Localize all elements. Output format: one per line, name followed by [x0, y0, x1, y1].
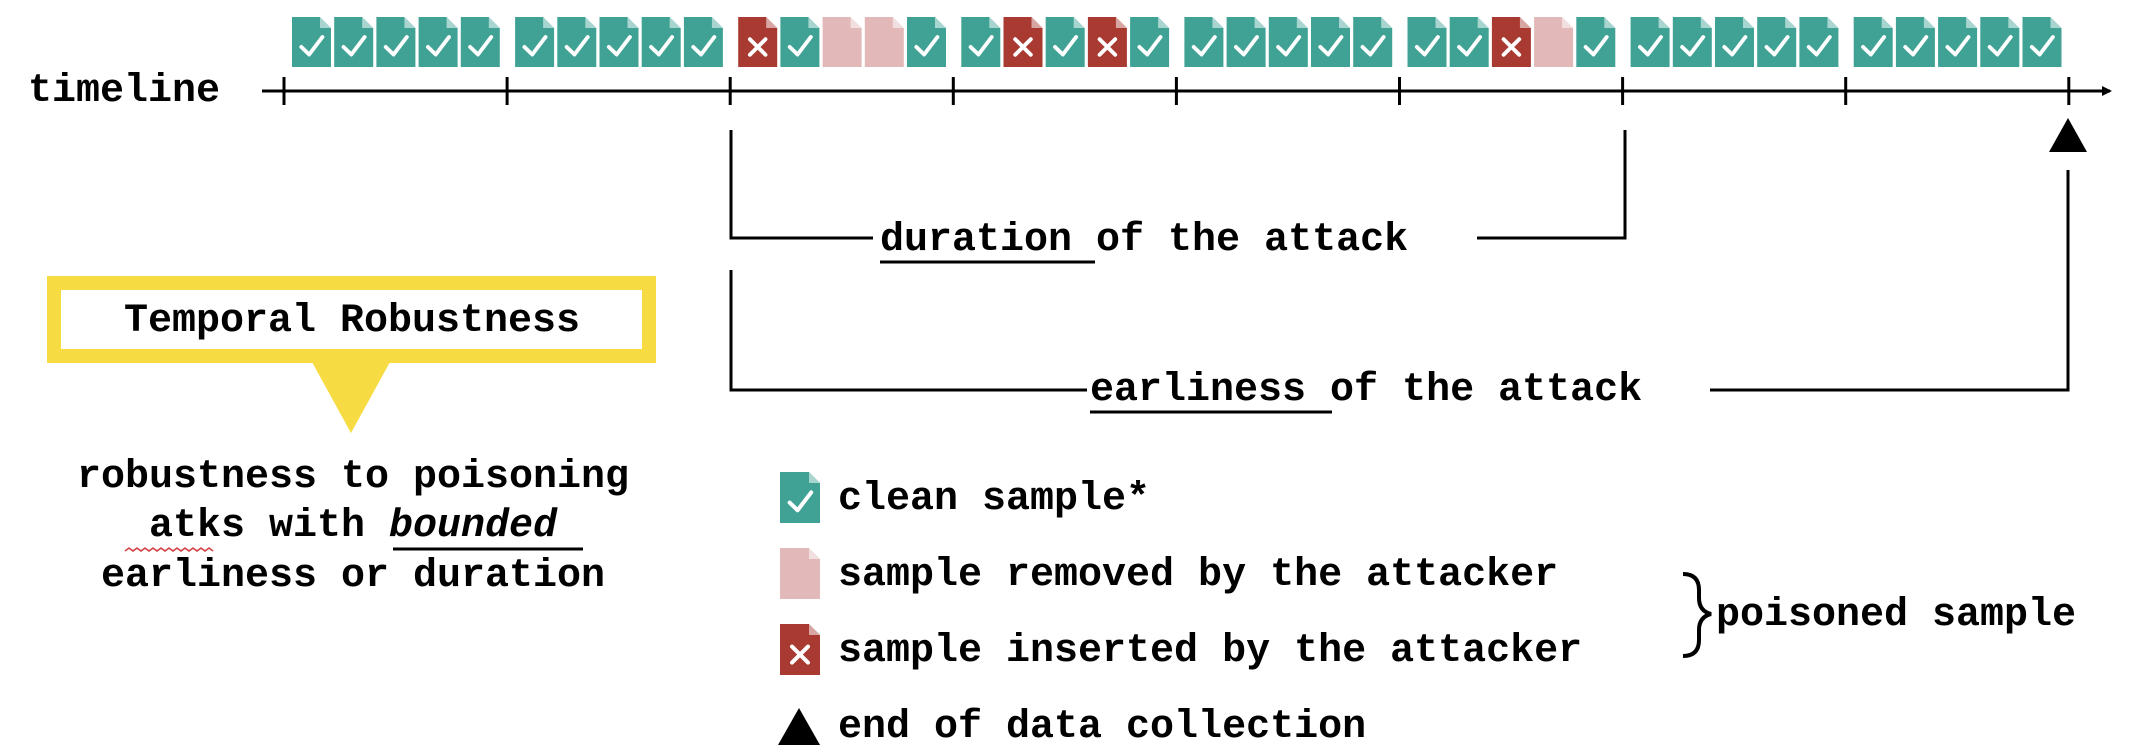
clean-sample-icon	[1130, 17, 1170, 67]
inserted-sample-icon	[780, 624, 820, 675]
clean-sample-icon	[1980, 17, 2020, 67]
legend-poisoned-label: poisoned sample	[1716, 593, 2076, 638]
earliness-bracket-right	[1710, 170, 2070, 392]
duration-bracket-right	[1477, 130, 1627, 240]
clean-sample-icon	[1184, 17, 1224, 67]
removed-sample-icon	[822, 17, 862, 67]
clean-sample-icon	[1672, 17, 1712, 67]
clean-sample-icon	[1226, 17, 1266, 67]
callout-line-1: robustness to poisoning	[77, 455, 629, 500]
clean-sample-icon	[1715, 17, 1754, 67]
clean-sample-icon	[418, 17, 458, 67]
duration-label: duration of the attack	[880, 218, 1408, 263]
clean-sample-icon	[1407, 17, 1447, 67]
callout-box	[47, 276, 656, 363]
legend-end-label: end of data collection	[838, 705, 1366, 750]
legend-clean-label: clean sample*	[838, 477, 1150, 522]
clean-sample-icon	[376, 17, 416, 67]
clean-sample-icon	[1895, 17, 1935, 67]
callout-pointer	[312, 362, 390, 433]
inserted-sample-icon	[1003, 17, 1043, 67]
clean-sample-icon	[557, 17, 597, 67]
legend-inserted-label: sample inserted by the attacker	[838, 629, 1582, 674]
removed-sample-icon	[780, 548, 820, 599]
callout-with: with	[245, 504, 389, 549]
inserted-sample-icon	[1491, 17, 1531, 67]
removed-sample-icon	[1534, 17, 1574, 67]
inserted-sample-icon	[738, 17, 778, 67]
timeline-label: timeline	[28, 69, 220, 114]
callout-bounded: bounded	[389, 504, 558, 549]
earliness-emph: earliness	[1090, 368, 1306, 413]
removed-sample-icon	[780, 548, 820, 599]
clean-sample-icon	[1449, 17, 1489, 67]
poisoned-brace	[1682, 572, 1712, 658]
callout-title: Temporal Robustness	[124, 299, 580, 344]
clean-sample-icon	[780, 472, 820, 523]
clean-sample-icon	[2022, 17, 2062, 67]
clean-sample-icon	[1799, 17, 1839, 67]
earliness-rest: of the attack	[1306, 368, 1642, 413]
clean-sample-icon	[683, 17, 723, 67]
clean-sample-icon	[515, 17, 555, 67]
clean-sample-icon	[961, 17, 1001, 67]
duration-bracket-left	[729, 130, 873, 240]
clean-sample-icon	[460, 17, 500, 67]
inserted-sample-icon	[780, 624, 820, 675]
sample-row	[292, 17, 2062, 67]
inserted-sample-icon	[1087, 17, 1127, 67]
end-of-collection-triangle	[2049, 118, 2087, 152]
clean-sample-icon	[1045, 17, 1085, 67]
earliness-label: earliness of the attack	[1090, 368, 1642, 413]
clean-sample-icon	[1938, 17, 1978, 67]
clean-sample-icon	[334, 17, 374, 67]
clean-sample-icon	[780, 472, 820, 523]
clean-sample-icon	[292, 17, 331, 67]
legend: clean sample* sample removed by the atta…	[778, 472, 2076, 750]
clean-sample-icon	[599, 17, 639, 67]
temporal-robustness-callout: Temporal Robustness	[47, 276, 656, 433]
clean-sample-icon	[1576, 17, 1616, 67]
duration-rest: of the attack	[1072, 218, 1408, 263]
clean-sample-icon	[1630, 17, 1670, 67]
removed-sample-icon	[864, 17, 904, 67]
end-of-collection-icon	[778, 708, 820, 745]
clean-sample-icon	[1853, 17, 1893, 67]
legend-removed-label: sample removed by the attacker	[838, 553, 1558, 598]
earliness-bracket-left	[729, 270, 1087, 392]
duration-emph: duration	[880, 218, 1072, 263]
clean-sample-icon	[1757, 17, 1797, 67]
clean-sample-icon	[780, 17, 820, 67]
callout-line-2: atks with bounded	[149, 504, 558, 549]
clean-sample-icon	[1353, 17, 1393, 67]
clean-sample-icon	[1311, 17, 1350, 67]
clean-sample-icon	[907, 17, 946, 67]
clean-sample-icon	[641, 17, 681, 67]
callout-atks: atks	[149, 504, 245, 549]
clean-sample-icon	[1268, 17, 1308, 67]
timeline-ticks	[282, 77, 2071, 105]
callout-line-3: earliness or duration	[101, 554, 605, 599]
atks-spellcheck-squiggle	[124, 547, 214, 552]
